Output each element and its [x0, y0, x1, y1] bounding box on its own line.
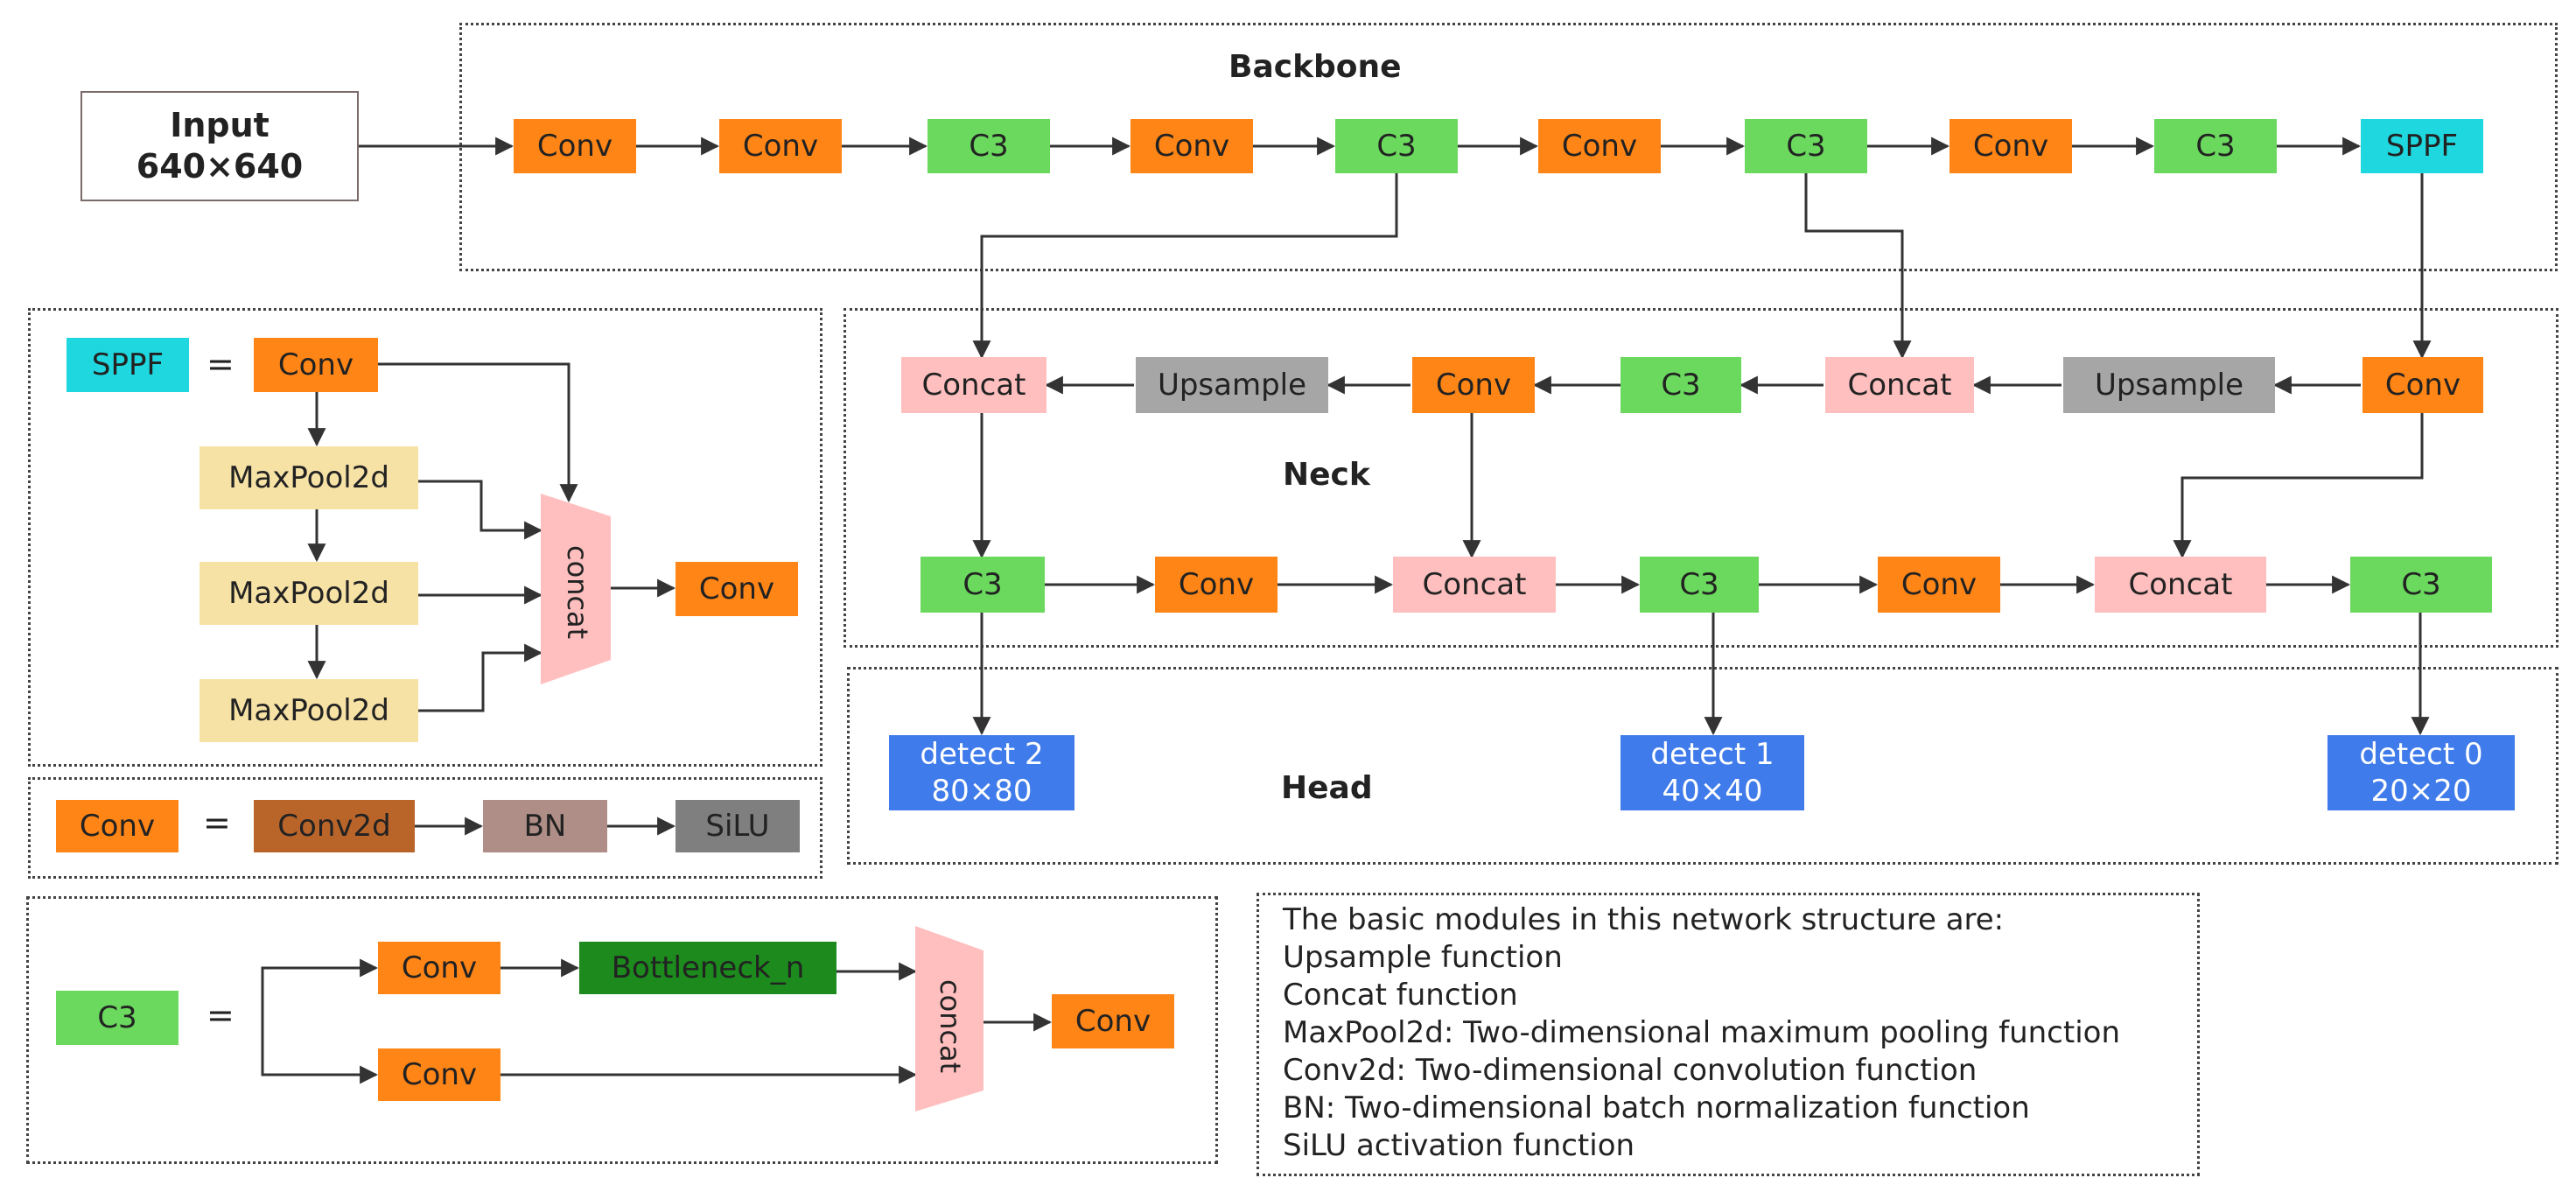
- notes-line: Conv2d: Two-dimensional convolution func…: [1283, 1053, 1978, 1088]
- neck-concat-top-left: Concat: [901, 357, 1046, 413]
- notes-line: BN: Two-dimensional batch normalization …: [1283, 1090, 2030, 1125]
- neck-upsample-right: Upsample: [2063, 357, 2275, 413]
- notes-frame: [1256, 893, 2200, 1176]
- conv-legend-silu: SiLU: [676, 800, 800, 852]
- head-label: Head: [1281, 770, 1373, 806]
- backbone-label: Backbone: [1228, 49, 1402, 85]
- conv-legend-bn: BN: [483, 800, 607, 852]
- conv-legend-key: Conv: [56, 800, 178, 852]
- c3-legend-frame: [26, 896, 1218, 1164]
- neck-upsample-left: Upsample: [1136, 357, 1328, 413]
- notes-text: The basic modules in this network struct…: [1283, 901, 2120, 1165]
- detect-0-size: 20×20: [2370, 774, 2472, 809]
- c3-equals: =: [206, 996, 234, 1034]
- notes-line: MaxPool2d: Two-dimensional maximum pooli…: [1283, 1015, 2120, 1050]
- c3-legend-conv-bottom: Conv: [378, 1048, 500, 1101]
- head-frame: [847, 667, 2558, 865]
- backbone-conv-5: Conv: [1950, 119, 2072, 173]
- sppf-equals: =: [206, 345, 234, 383]
- sppf-legend-conv-out: Conv: [676, 562, 798, 616]
- neck-conv-bottom-2: Conv: [1878, 557, 2000, 613]
- backbone-c3-3: C3: [1745, 119, 1867, 173]
- neck-c3-top: C3: [1620, 357, 1741, 413]
- backbone-c3-1: C3: [928, 119, 1050, 173]
- backbone-sppf: SPPF: [2361, 119, 2483, 173]
- input-block: Input 640×640: [80, 91, 359, 201]
- conv-equals: =: [203, 803, 231, 842]
- sppf-maxpool-3: MaxPool2d: [200, 679, 418, 742]
- sppf-concat-trapezoid: [541, 494, 611, 684]
- notes-line: SiLU activation function: [1283, 1128, 1635, 1163]
- c3-legend-conv-top: Conv: [378, 942, 500, 994]
- backbone-conv-3: Conv: [1130, 119, 1253, 173]
- neck-concat-top-right: Concat: [1825, 357, 1974, 413]
- input-size: 640×640: [136, 147, 304, 186]
- backbone-conv-2: Conv: [719, 119, 842, 173]
- c3-legend-bottleneck: Bottleneck_n: [579, 942, 836, 994]
- detect-2-block: detect 2 80×80: [889, 735, 1074, 810]
- neck-conv-bottom-1: Conv: [1155, 557, 1278, 613]
- backbone-conv-4: Conv: [1538, 119, 1661, 173]
- detect-0-block: detect 0 20×20: [2328, 735, 2515, 810]
- backbone-conv-1: Conv: [514, 119, 636, 173]
- notes-line: The basic modules in this network struct…: [1283, 902, 2005, 937]
- sppf-maxpool-2: MaxPool2d: [200, 562, 418, 625]
- neck-label: Neck: [1283, 457, 1370, 493]
- neck-conv-top-left: Conv: [1412, 357, 1535, 413]
- neck-concat-bottom-2: Concat: [2095, 557, 2266, 613]
- detect-1-size: 40×40: [1662, 774, 1763, 809]
- backbone-c3-2: C3: [1335, 119, 1458, 173]
- sppf-legend-key: SPPF: [66, 338, 189, 392]
- neck-c3-bottom-1: C3: [920, 557, 1045, 613]
- neck-concat-bottom-1: Concat: [1393, 557, 1556, 613]
- conv-legend-frame: [28, 777, 822, 879]
- c3-legend-conv-out: Conv: [1052, 994, 1174, 1048]
- detect-2-size: 80×80: [931, 774, 1032, 809]
- backbone-c3-4: C3: [2154, 119, 2277, 173]
- notes-line: Upsample function: [1283, 940, 1563, 975]
- neck-conv-top-right: Conv: [2362, 357, 2483, 413]
- neck-c3-bottom-2: C3: [1640, 557, 1759, 613]
- detect-1-block: detect 1 40×40: [1620, 735, 1804, 810]
- input-title: Input: [170, 105, 270, 144]
- sppf-concat-label: concat: [561, 545, 594, 640]
- detect-0-name: detect 0: [2359, 736, 2483, 772]
- sppf-legend-conv-in: Conv: [254, 338, 378, 392]
- c3-legend-key: C3: [56, 991, 178, 1045]
- sppf-legend-frame: [28, 308, 822, 767]
- neck-frame: [844, 308, 2558, 648]
- notes-line: Concat function: [1283, 978, 1518, 1013]
- conv-legend-conv2d: Conv2d: [254, 800, 415, 852]
- detect-2-name: detect 2: [920, 736, 1044, 772]
- neck-c3-bottom-3: C3: [2350, 557, 2492, 613]
- sppf-maxpool-1: MaxPool2d: [200, 446, 418, 509]
- detect-1-name: detect 1: [1650, 736, 1774, 772]
- c3-concat-label: concat: [934, 979, 967, 1074]
- c3-concat-trapezoid: [915, 926, 984, 1111]
